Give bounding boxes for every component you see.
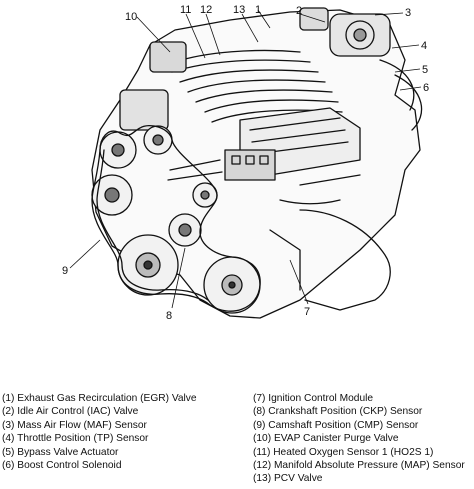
callout-12: 12	[200, 4, 212, 16]
legend-right-column: (7) Ignition Control Module (8) Cranksha…	[253, 392, 465, 486]
legend-item-3: (3) Mass Air Flow (MAF) Sensor	[2, 419, 147, 431]
legend-item-4: (4) Throttle Position (TP) Sensor	[2, 433, 149, 445]
legend-item-10: (10) EVAP Canister Purge Valve	[253, 433, 399, 445]
legend-item-13: (13) PCV Valve	[253, 473, 323, 485]
engine-component-diagram: 1 2 3 4 5 6 7 8 9 10 11 12 13	[62, 4, 429, 322]
callout-7: 7	[304, 306, 310, 318]
callout-6: 6	[423, 82, 429, 94]
callout-4: 4	[421, 40, 427, 52]
callout-1: 1	[255, 4, 261, 16]
callout-11: 11	[180, 4, 191, 16]
legend-item-7: (7) Ignition Control Module	[253, 393, 374, 404]
legend-item-5: (5) Bypass Valve Actuator	[2, 446, 119, 458]
legend-left-column: (1) Exhaust Gas Recirculation (EGR) Valv…	[2, 392, 197, 472]
legend-item-1: (1) Exhaust Gas Recirculation (EGR) Valv…	[2, 393, 197, 404]
legend-item-12: (12) Manifold Absolute Pressure (MAP) Se…	[253, 459, 465, 471]
legend-item-11: (11) Heated Oxygen Sensor 1 (HO2S 1)	[253, 446, 434, 458]
callout-2: 2	[296, 5, 302, 17]
callout-5: 5	[422, 64, 428, 76]
legend-item-6: (6) Boost Control Solenoid	[2, 459, 122, 471]
engine-illustration	[91, 7, 423, 319]
callout-10: 10	[125, 11, 137, 23]
legend-item-8: (8) Crankshaft Position (CKP) Sensor	[253, 406, 423, 418]
callout-8: 8	[166, 310, 172, 322]
callout-labels: 1 2 3 4 5 6 7 8 9 10 11 12 13	[62, 4, 429, 322]
legend-item-2: (2) Idle Air Control (IAC) Valve	[2, 406, 139, 418]
legend-item-9: (9) Camshaft Position (CMP) Sensor	[253, 419, 419, 431]
callout-13: 13	[233, 4, 245, 16]
leader-lines	[69, 9, 422, 309]
callout-9: 9	[62, 265, 68, 277]
callout-3: 3	[405, 7, 411, 19]
